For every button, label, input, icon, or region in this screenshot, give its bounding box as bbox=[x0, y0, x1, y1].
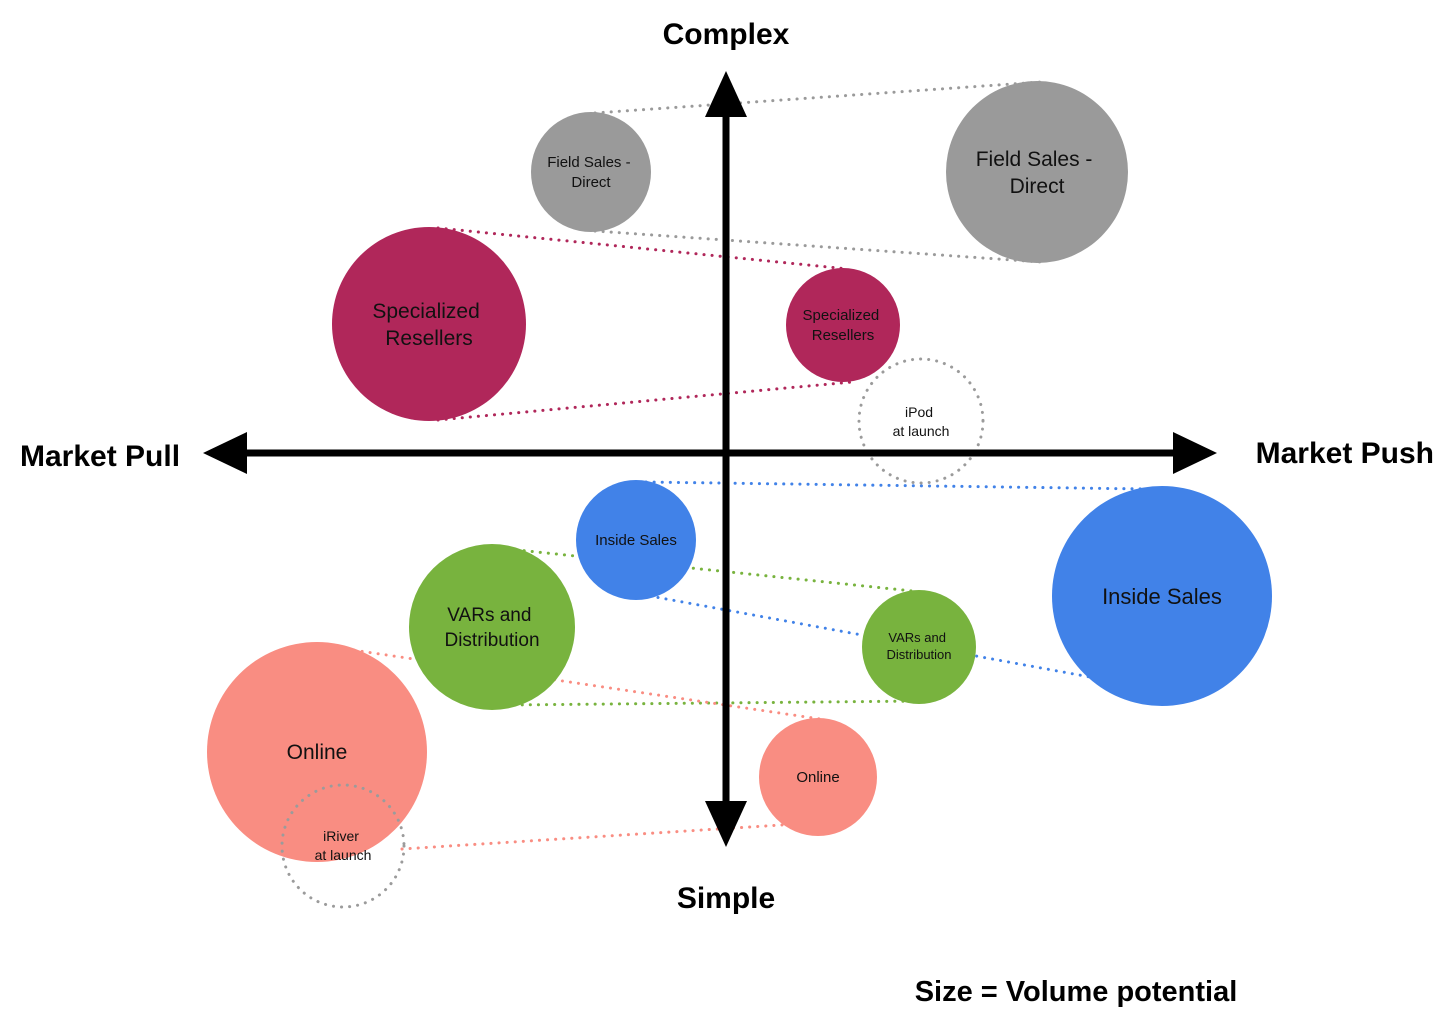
bubble-field-sales-push bbox=[946, 81, 1128, 263]
axis-label-simple: Simple bbox=[677, 882, 775, 915]
top-arrowhead-icon bbox=[705, 71, 747, 117]
label-line: Specialized bbox=[372, 300, 479, 323]
bubble-field-sales-pull bbox=[531, 112, 651, 232]
axis-labels: Complex Simple Market Pull Market Push bbox=[20, 18, 1434, 915]
label-line: Distribution bbox=[444, 630, 539, 651]
bubbles bbox=[207, 81, 1272, 862]
axis-label-market-push: Market Push bbox=[1256, 437, 1434, 470]
annotation-circles bbox=[280, 357, 985, 909]
label-line: iRiver bbox=[323, 828, 359, 844]
axis-label-market-pull: Market Pull bbox=[20, 440, 180, 473]
label-line: Distribution bbox=[886, 647, 951, 662]
bubble-label-online-pull: Online bbox=[287, 741, 348, 764]
label-line: at launch bbox=[893, 423, 950, 439]
bubble-label-field-sales-push: Field Sales - Direct bbox=[976, 148, 1099, 198]
label-line: VARs and bbox=[447, 605, 531, 626]
size-legend: Size = Volume potential bbox=[915, 976, 1238, 1008]
label-line: Direct bbox=[1010, 175, 1065, 198]
label-line: Online bbox=[287, 741, 348, 764]
bottom-arrowhead-icon bbox=[705, 801, 747, 847]
label-line: VARs and bbox=[888, 630, 946, 645]
bubble-specialized-resellers-push bbox=[786, 268, 900, 382]
right-arrowhead-icon bbox=[1173, 432, 1217, 474]
bubble-online-push bbox=[759, 718, 877, 836]
left-arrowhead-icon bbox=[203, 432, 247, 474]
bubble-vars-pull bbox=[409, 544, 575, 710]
bubble-online-pull bbox=[207, 642, 427, 862]
bubble-label-vars-push: VARs and Distribution bbox=[886, 630, 951, 662]
annotation-circle-ipod bbox=[857, 357, 985, 485]
label-line: Resellers bbox=[385, 327, 473, 350]
label-line: Field Sales - bbox=[976, 148, 1093, 171]
axes bbox=[203, 71, 1217, 847]
connector-inside-sales-bottom bbox=[648, 594, 1092, 679]
label-line: Inside Sales bbox=[595, 532, 677, 549]
label-line: Field Sales - bbox=[547, 154, 630, 171]
annotation-label-ipod: iPod at launch bbox=[893, 404, 950, 439]
label-line: Resellers bbox=[812, 327, 875, 344]
bubble-inside-sales-push bbox=[1052, 486, 1272, 706]
annotation-label-iriver: iRiver at launch bbox=[315, 828, 372, 863]
bubble-inside-sales-pull bbox=[576, 480, 696, 600]
connector-vars-top bbox=[506, 547, 924, 594]
bubble-label-inside-sales-pull: Inside Sales bbox=[595, 532, 677, 549]
label-line: Inside Sales bbox=[1102, 584, 1222, 609]
bubble-vars-push bbox=[862, 590, 976, 704]
label-line: at launch bbox=[315, 847, 372, 863]
label-line: Online bbox=[796, 769, 839, 786]
axis-label-complex: Complex bbox=[663, 18, 790, 51]
label-line: Specialized bbox=[803, 307, 880, 324]
connector-vars-bottom bbox=[504, 699, 926, 707]
connector-inside-sales-top bbox=[644, 480, 1149, 491]
bubble-label-specialized-resellers-push: Specialized Resellers bbox=[803, 307, 884, 344]
connector-field-sales-bottom bbox=[593, 229, 1043, 264]
bubble-label-online-push: Online bbox=[796, 769, 839, 786]
bubble-labels: Field Sales - Direct Field Sales - Direc… bbox=[287, 148, 1222, 863]
bubble-label-field-sales-pull: Field Sales - Direct bbox=[547, 154, 635, 191]
bubble-label-specialized-resellers-pull: Specialized Resellers bbox=[372, 300, 485, 350]
connector-field-sales-top bbox=[593, 80, 1043, 115]
bubble-specialized-resellers-pull bbox=[332, 227, 526, 421]
bubble-label-inside-sales-push: Inside Sales bbox=[1102, 584, 1222, 609]
label-line: iPod bbox=[905, 404, 933, 420]
label-line: Direct bbox=[571, 174, 611, 191]
connector-online-bottom bbox=[400, 822, 799, 851]
annotation-circle-iriver bbox=[280, 783, 406, 909]
bubble-label-vars-pull: VARs and Distribution bbox=[444, 605, 539, 651]
